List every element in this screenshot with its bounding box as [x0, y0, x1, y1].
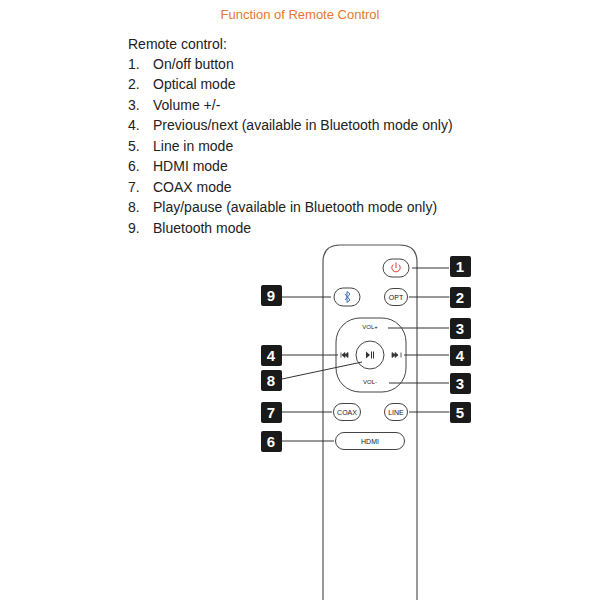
button-label: VOL+ — [362, 324, 378, 331]
callout-text: 2 — [456, 290, 464, 305]
callout-text: 8 — [267, 373, 275, 388]
callout-number: 4 — [450, 345, 471, 366]
callout-number: 4 — [261, 345, 282, 366]
button-label: HDMI — [361, 438, 379, 445]
next-icon — [392, 353, 401, 358]
page-title: Function of Remote Control — [221, 7, 380, 23]
list-number: 1. — [128, 56, 140, 73]
callout-number: 3 — [450, 373, 471, 394]
callout-number: 2 — [450, 287, 471, 308]
callout-text: 6 — [267, 434, 275, 449]
leader-line — [282, 355, 338, 356]
list-item: HDMI mode — [153, 158, 228, 175]
callout-number: 9 — [261, 285, 282, 306]
list-item: Play/pause (available in Bluetooth mode … — [153, 199, 437, 216]
play-button — [356, 341, 384, 369]
callout-number: 6 — [261, 431, 282, 452]
list-item: On/off button — [153, 56, 234, 73]
list-number: 3. — [128, 97, 140, 114]
previous-icon — [341, 353, 348, 358]
pause-icon — [371, 352, 372, 359]
button-label: COAX — [337, 409, 357, 416]
leader-lines — [282, 268, 449, 383]
list-number: 4. — [128, 117, 140, 134]
bluetooth-icon — [345, 292, 350, 303]
list-item: Previous/next (available in Bluetooth mo… — [153, 117, 453, 134]
power-icon — [396, 263, 397, 269]
list-item: Volume +/- — [153, 97, 220, 114]
remote-button: OPT — [384, 288, 408, 306]
list-item: COAX mode — [153, 179, 232, 196]
callout-text: 7 — [267, 405, 275, 420]
list-number: 9. — [128, 220, 140, 237]
leader-line — [389, 383, 449, 384]
list-number: 5. — [128, 138, 140, 155]
callout-number: 1 — [450, 256, 471, 277]
leader-line — [388, 328, 449, 329]
callout-text: 4 — [267, 348, 275, 363]
list-number: 6. — [128, 158, 140, 175]
leader-line — [412, 268, 449, 269]
list-number: 7. — [128, 179, 140, 196]
leader-line — [409, 412, 450, 413]
bluetooth-button — [334, 288, 360, 306]
callout-text: 5 — [456, 405, 464, 420]
button-label: LINE — [388, 409, 404, 416]
leader-line — [282, 297, 331, 298]
list-heading: Remote control: — [128, 36, 227, 53]
leader-line — [282, 441, 335, 442]
list-item: Optical mode — [153, 76, 235, 93]
remote-button: HDMI — [335, 432, 405, 450]
callout-text: 3 — [456, 321, 464, 336]
callout-number: 3 — [450, 318, 471, 339]
remote-body — [323, 245, 417, 600]
callout-number: 8 — [261, 370, 282, 391]
remote-button: LINE — [384, 403, 408, 421]
leader-line — [282, 412, 333, 413]
play-icon — [366, 352, 370, 359]
remote-button: COAX — [333, 403, 361, 421]
leader-line — [282, 362, 362, 379]
nav-ring — [336, 318, 406, 392]
list-number: 2. — [128, 76, 140, 93]
power-button — [383, 259, 409, 277]
list-number: 8. — [128, 199, 140, 216]
button-label: OPT — [389, 294, 403, 301]
callout-text: 9 — [267, 288, 275, 303]
list-item: Line in mode — [153, 138, 233, 155]
leader-line — [404, 355, 449, 356]
callout-number: 5 — [450, 402, 471, 423]
list-item: Bluetooth mode — [153, 220, 251, 237]
pause-icon — [373, 352, 374, 359]
callout-text: 3 — [456, 376, 464, 391]
callout-text: 1 — [456, 259, 464, 274]
callout-text: 4 — [456, 348, 464, 363]
leader-line — [409, 297, 450, 298]
callout-number: 7 — [261, 402, 282, 423]
button-label: VOL- — [363, 379, 377, 386]
